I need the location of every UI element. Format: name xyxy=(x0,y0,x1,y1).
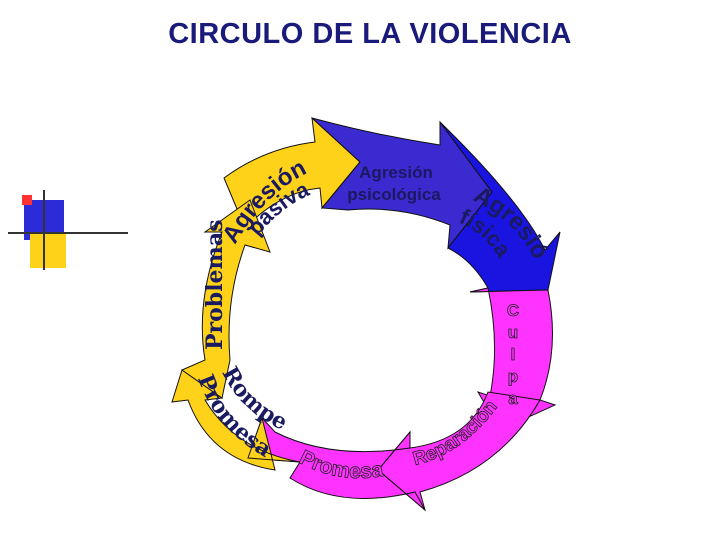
culpa-letter-1: C xyxy=(507,301,519,320)
decor-yellow-square xyxy=(30,232,66,268)
psicologica-label-line2: psicológica xyxy=(347,185,441,204)
culpa-letter-5: a xyxy=(508,389,518,408)
stage-problemas-arrow xyxy=(180,199,271,399)
page-title: CIRCULO DE LA VIOLENCIA xyxy=(168,18,572,50)
culpa-letter-2: u xyxy=(508,323,518,342)
culpa-letter-4: p xyxy=(508,367,518,386)
decor-horizontal-line xyxy=(8,232,128,234)
culpa-label: C u l p a xyxy=(506,301,519,409)
decor-vertical-line xyxy=(43,190,45,270)
decor-red-square xyxy=(22,195,32,205)
stage-fisica-arrow xyxy=(439,121,561,293)
culpa-letter-3: l xyxy=(511,345,516,364)
problemas-label: Problemas xyxy=(202,220,228,350)
psicologica-label-line1: Agresión xyxy=(359,163,433,182)
